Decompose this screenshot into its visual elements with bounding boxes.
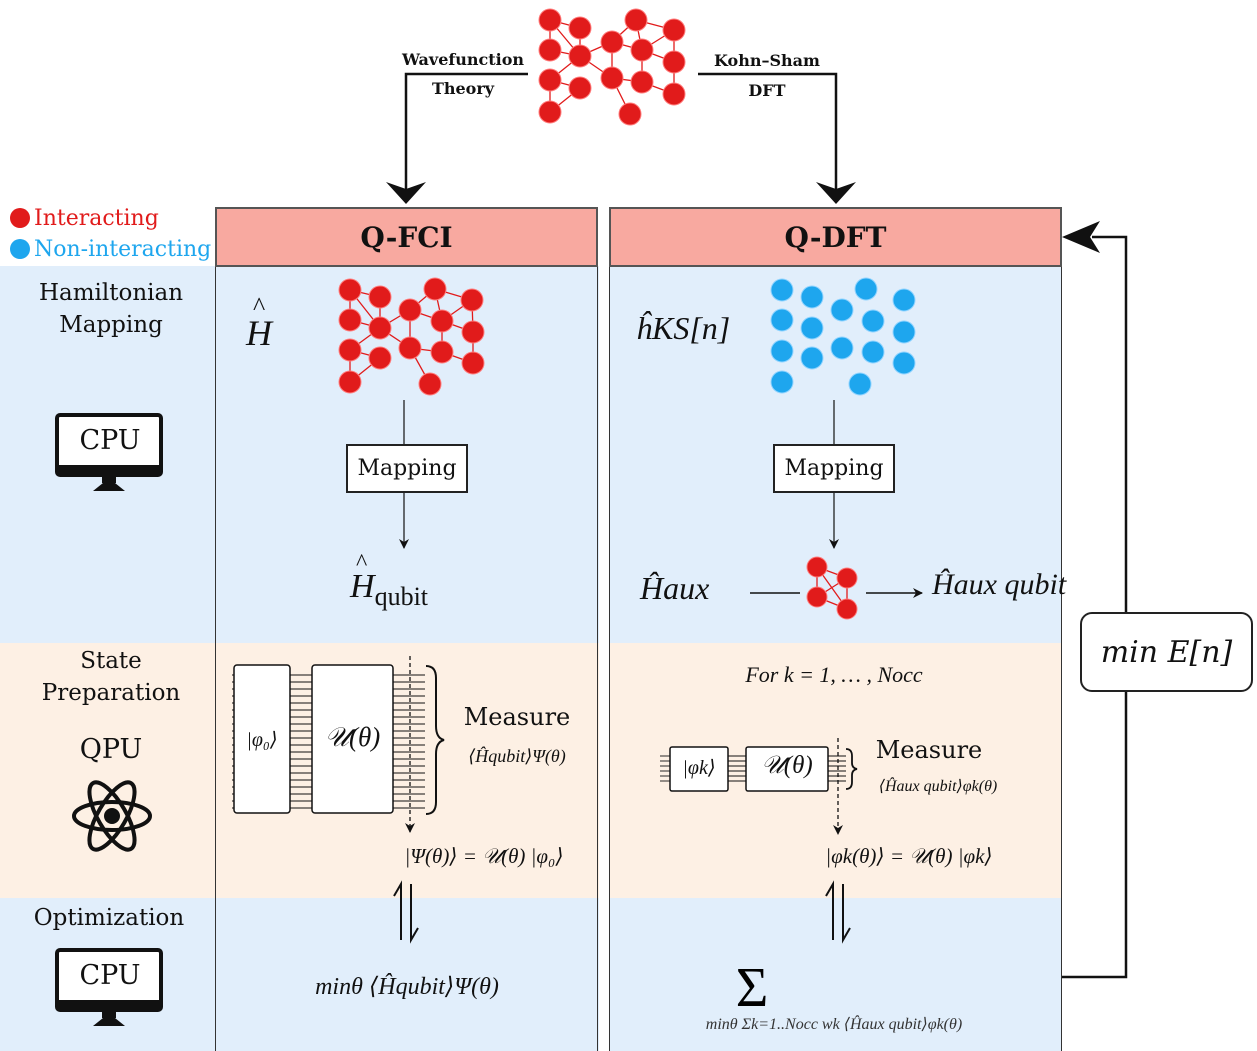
qdft-sum-sign: Σ [736, 957, 769, 1019]
legend-non-interacting-label: Non-interacting [34, 237, 212, 262]
top-right-label-2: DFT [748, 81, 786, 100]
qdft-phik-gate [669, 746, 729, 792]
interacting-dot-icon [10, 208, 30, 228]
qfci-h-letter: H [246, 313, 272, 353]
qfci-unitary-gate [311, 664, 394, 814]
qdft-aux-qubit-hamiltonian: Ĥaux qubit [932, 568, 1067, 601]
feedback-arrowhead [1062, 221, 1100, 253]
row-state-title-1: State [80, 648, 142, 674]
qfci-phi0-label: |φ₀⟩ [246, 729, 278, 751]
monitor-icon [55, 948, 163, 1026]
feedback-min-energy-box: min E[n] [1080, 612, 1253, 692]
atom-icon [72, 780, 152, 852]
legend-interacting-label: Interacting [34, 206, 159, 231]
band-optimization [0, 898, 1062, 1051]
qfci-column-border [215, 207, 598, 1051]
qfci-hamiltonian-symbol: H^ [246, 292, 272, 353]
row-state-device: QPU [79, 734, 143, 765]
qfci-qubit-h: H [350, 568, 375, 605]
qfci-measure-label: Measure [463, 703, 571, 731]
column-gap [599, 207, 609, 1051]
monitor-icon [55, 413, 163, 491]
qdft-mapping-box: Mapping [773, 444, 895, 493]
row-hamiltonian-title-2: Mapping [59, 312, 163, 338]
qfci-mapping-box: Mapping [346, 444, 468, 493]
qdft-state-equation: |φk(θ)⟩ = 𝒰(θ) |φk⟩ [825, 844, 993, 868]
row-hamiltonian-device: CPU [79, 425, 141, 456]
qdft-measure-brace [845, 748, 858, 790]
non-interacting-dot-icon [10, 239, 30, 259]
qfci-unitary-label: 𝒰(θ) [324, 722, 381, 752]
qfci-molecule-atoms [338, 277, 485, 396]
qdft-optimization-expr: minθ Σk=1..Nocc wk ⟨Ĥaux qubit⟩φk(θ) [705, 1016, 963, 1033]
qfci-optimization-expr: minθ ⟨Ĥqubit⟩Ψ(θ) [315, 974, 499, 1000]
qfci-state-equation: |Ψ(θ)⟩ = 𝒰(θ) |φ₀⟩ [404, 844, 564, 868]
top-left-label-1: Wavefunction [401, 50, 525, 69]
row-opt-device: CPU [79, 960, 141, 991]
arrow-to-qfci [386, 72, 528, 204]
arrow-to-qdft [698, 72, 856, 204]
qdft-header: Q-DFT [609, 207, 1062, 267]
qdft-loop-label: For k = 1, … , Nocc [745, 662, 923, 687]
aux-molecule-atoms [806, 556, 858, 620]
qdft-aux-hamiltonian: Ĥaux [640, 570, 710, 606]
qfci-qubit-sub: qubit [374, 582, 429, 611]
row-state-title-2: Preparation [41, 680, 181, 706]
qdft-equilibrium-arrows [825, 880, 851, 944]
feedback-loop-arrow [1062, 235, 1128, 979]
top-molecule-atoms [538, 8, 686, 126]
row-hamiltonian-title-1: Hamiltonian [38, 280, 184, 306]
qdft-molecule-atoms [770, 277, 916, 396]
legend-interacting: Interacting [10, 206, 159, 231]
qfci-equilibrium-arrows [393, 880, 419, 944]
qfci-measure-brace [425, 665, 445, 815]
qdft-column-border [609, 207, 1062, 1051]
qfci-phi0-gate [233, 664, 291, 814]
qfci-header: Q-FCI [215, 207, 598, 267]
qdft-measure-label: Measure [875, 736, 983, 764]
qdft-hamiltonian-symbol: ĥKS[n] [636, 310, 731, 346]
band-state-prep [0, 643, 1062, 898]
top-left-label-2: Theory [431, 79, 495, 98]
qfci-qubit-hamiltonian: H^qubit [350, 550, 429, 611]
qdft-phik-label: |φk⟩ [682, 757, 716, 779]
top-right-label-1: Kohn–Sham [714, 51, 820, 70]
qdft-unitary-gate [745, 746, 829, 792]
qdft-measure-expr: ⟨Ĥaux qubit⟩φk(θ) [878, 778, 998, 795]
qdft-circuit [660, 755, 846, 782]
qfci-measure-expr: ⟨Ĥqubit⟩Ψ(θ) [468, 746, 566, 766]
row-opt-title: Optimization [33, 905, 185, 931]
legend-non-interacting: Non-interacting [10, 237, 211, 262]
qdft-unitary-label: 𝒰(θ) [761, 752, 813, 779]
